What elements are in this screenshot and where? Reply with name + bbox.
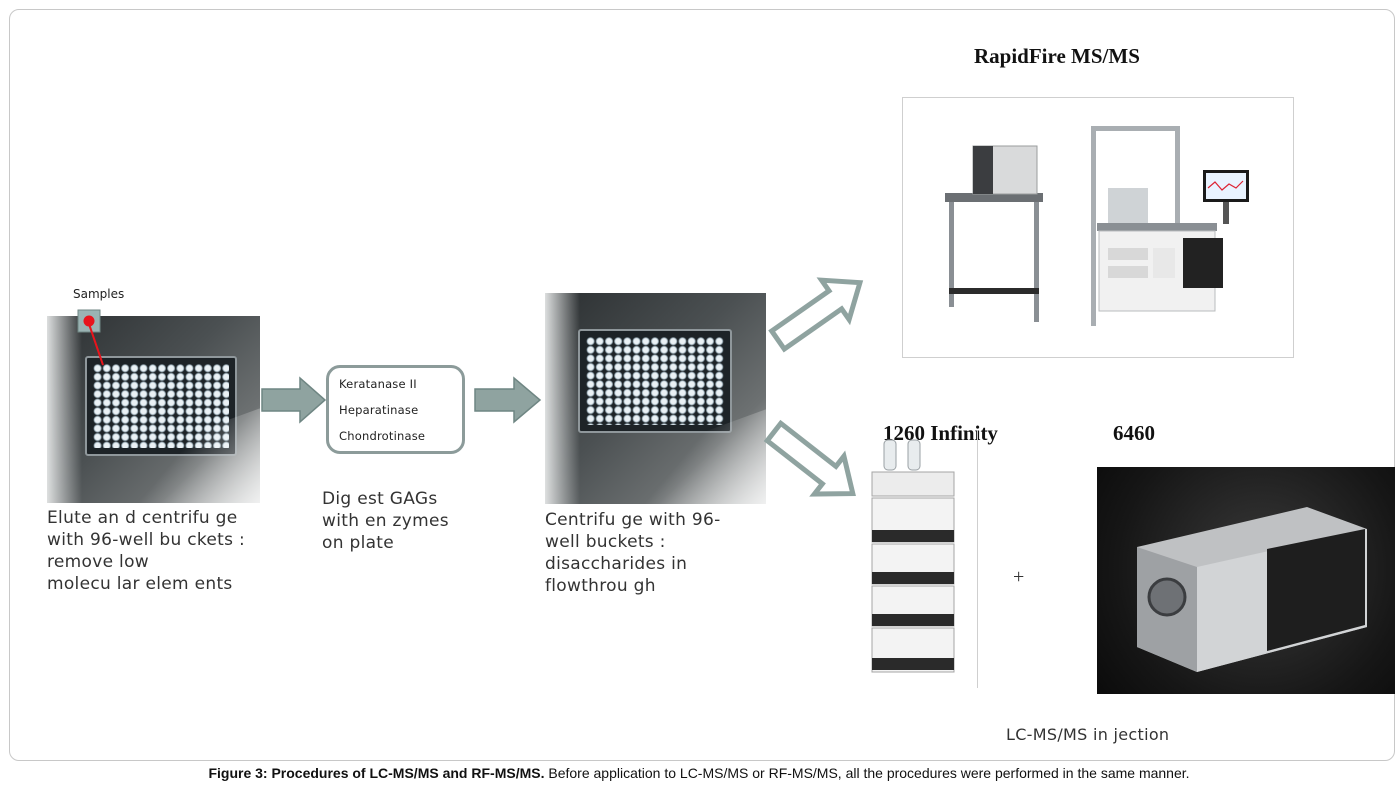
monitor-stand xyxy=(1223,202,1229,224)
arrow-to-lc xyxy=(763,419,856,497)
well-plate xyxy=(578,329,732,433)
lc-module-band xyxy=(872,658,954,670)
rapidfire-instrument-illustration xyxy=(945,126,1249,326)
autosampler xyxy=(1108,188,1148,228)
step3-line: Centrifu ge with 96- xyxy=(545,510,721,530)
lc-module xyxy=(871,471,955,497)
work-surface xyxy=(1097,223,1217,231)
lc-stack-illustration xyxy=(871,439,955,673)
figure-caption: Figure 3: Procedures of LC-MS/MS and RF-… xyxy=(0,765,1398,781)
photo-highlight xyxy=(545,293,580,504)
screen-trace xyxy=(1207,180,1244,191)
solvent-bottle xyxy=(907,439,921,471)
step3-line: disaccharides in xyxy=(545,554,688,574)
module xyxy=(1108,248,1148,260)
ms-model-heading: 6460 xyxy=(1113,421,1155,445)
enzyme-chondrotinase: Chondrotinase xyxy=(339,429,426,443)
lc-model-heading: 1260 Infinity xyxy=(883,421,998,445)
enzyme-box: Keratanase II Heparatinase Chondrotinase xyxy=(326,365,465,454)
photo-highlight xyxy=(47,316,82,503)
caption-text: Before application to LC-MS/MS or RF-MS/… xyxy=(544,765,1190,781)
solvent-bottle xyxy=(883,439,897,471)
lc-module-band xyxy=(872,572,954,584)
module xyxy=(1153,248,1175,278)
ms-dark-panel xyxy=(1267,529,1365,651)
ms-front xyxy=(973,146,993,194)
step2-line: Dig est GAGs xyxy=(322,489,438,509)
lcms-injection-label: LC-MS/MS in jection xyxy=(1006,725,1170,744)
table-top xyxy=(945,193,1043,202)
lc-module-band xyxy=(872,530,954,542)
ms-6460-photo xyxy=(1097,467,1395,694)
frame-post xyxy=(1175,126,1180,296)
frame-bar xyxy=(1091,126,1180,131)
frame-post xyxy=(1091,126,1096,326)
arrow-step1-to-step2 xyxy=(261,376,327,424)
table-shelf xyxy=(949,288,1039,294)
plate-photo-step1 xyxy=(47,316,260,503)
table-leg xyxy=(949,202,954,307)
rapidfire-photo xyxy=(902,97,1294,358)
step1-line: with 96-well bu ckets : xyxy=(47,530,246,550)
pump-unit xyxy=(1183,238,1223,288)
plate-wells xyxy=(586,337,724,425)
rapidfire-heading: RapidFire MS/MS xyxy=(974,44,1140,68)
enzyme-keratanase: Keratanase II xyxy=(339,377,417,391)
caption-bold: Figure 3: Procedures of LC-MS/MS and RF-… xyxy=(208,765,545,781)
step2-text: Dig est GAGs with en zymes on plate xyxy=(322,488,449,554)
step3-text: Centrifu ge with 96- well buckets : disa… xyxy=(545,509,721,597)
step1-line: Elute an d centrifu ge xyxy=(47,508,238,528)
lc-instrument-photo xyxy=(852,430,978,688)
step3-line: well buckets : xyxy=(545,532,666,552)
ion-source xyxy=(1147,577,1187,617)
step1-text: Elute an d centrifu ge with 96-well bu c… xyxy=(47,507,245,595)
table-leg xyxy=(1034,202,1039,322)
samples-label: Samples xyxy=(73,287,125,301)
arrow-step2-to-step3 xyxy=(474,376,542,424)
lc-module-band xyxy=(872,614,954,626)
plate-photo-step3 xyxy=(545,293,766,504)
step3-line: flowthrou gh xyxy=(545,576,656,596)
step1-line: molecu lar elem ents xyxy=(47,574,233,594)
step2-line: with en zymes xyxy=(322,511,449,531)
figure-frame xyxy=(9,9,1395,761)
step1-line: remove low xyxy=(47,552,149,572)
step2-line: on plate xyxy=(322,533,395,553)
arrow-to-rapidfire xyxy=(768,277,864,353)
enzyme-heparatinase: Heparatinase xyxy=(339,403,419,417)
module xyxy=(1108,266,1148,278)
plus-sign: + xyxy=(1013,566,1025,588)
ms-6460-illustration xyxy=(1137,507,1367,672)
